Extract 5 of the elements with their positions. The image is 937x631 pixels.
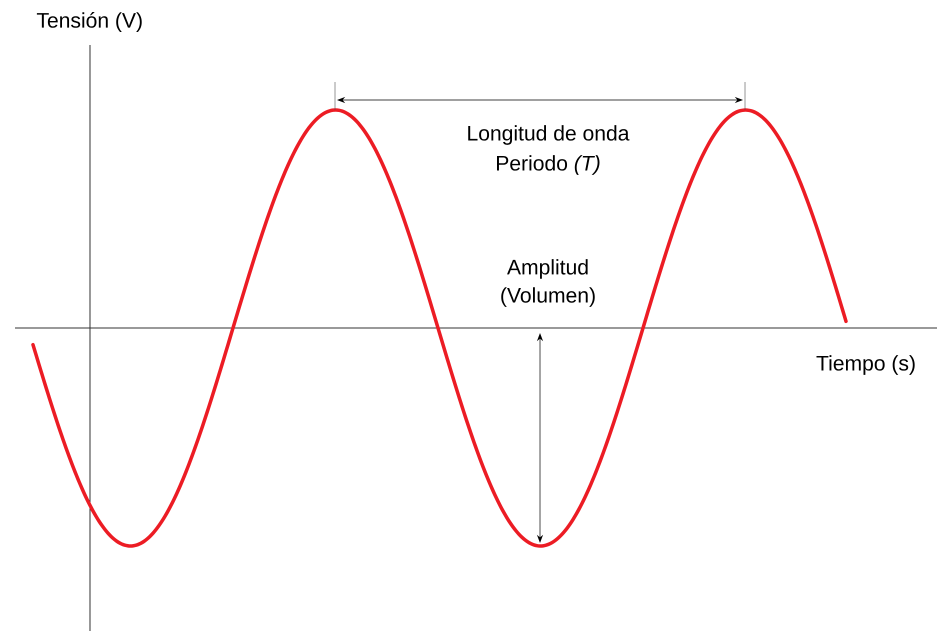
dimension-label: Periodo (T): [497, 155, 600, 175]
dimension-label: Amplitud (Volumen): [501, 259, 595, 307]
axis-label: Tiempo (s): [816, 355, 915, 375]
axis-label: Tensión (V): [36, 12, 142, 32]
dimension-label: Longitud de onda: [468, 125, 630, 145]
